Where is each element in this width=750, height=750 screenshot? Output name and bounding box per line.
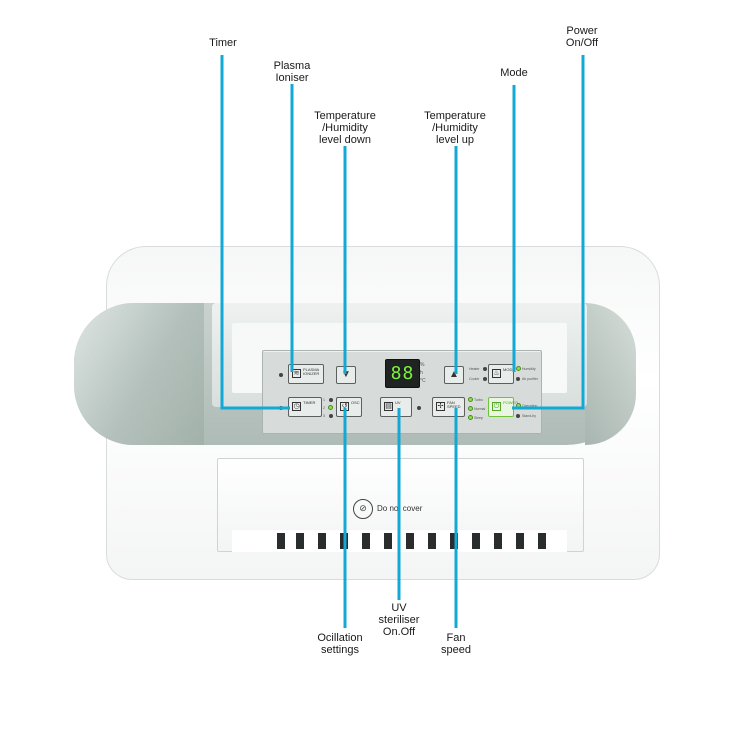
osc-indicator-2: [328, 405, 333, 410]
timer-button[interactable]: ◷ TIMER: [288, 397, 322, 417]
grille-slot: [494, 533, 502, 549]
mode-button-label: MODE: [503, 367, 515, 372]
do-not-cover-icon: ⊘: [353, 499, 373, 519]
air-purifier-indicator: [516, 377, 520, 381]
arrow-up-icon: ▲: [449, 369, 459, 380]
osc-indicator-1: [329, 398, 333, 402]
grille-slot: [362, 533, 370, 549]
grille-slot: [516, 533, 524, 549]
normal-label: Normal: [474, 407, 486, 411]
plasma-indicator: [279, 373, 283, 377]
timer-icon: ◷: [292, 402, 301, 411]
temp-up-button[interactable]: ▲: [444, 366, 464, 384]
grille-slot: [538, 533, 546, 549]
grille-slot: [450, 533, 458, 549]
arrow-down-icon: ▼: [341, 369, 351, 380]
unit-hour: h: [420, 370, 423, 376]
power-callout-label: Power On/Off: [565, 25, 599, 49]
fan-callout-label: Fan speed: [441, 632, 471, 656]
plasma-ioniser-button[interactable]: ≋ PLASMA IONIZER: [288, 364, 324, 384]
power-button[interactable]: ⏻ POWER: [488, 397, 518, 417]
cooler-indicator: [483, 377, 487, 381]
timer-callout-line: [220, 55, 290, 410]
uv-indicator: [417, 406, 421, 410]
grille-slot: [384, 533, 392, 549]
osc-level-1: 1: [323, 398, 325, 402]
normal-led: [468, 406, 473, 411]
grille-slot: [472, 533, 480, 549]
grille-slot: [277, 533, 285, 549]
humidity-led: [516, 366, 521, 371]
oscillation-callout-label: Ocillation settings: [317, 632, 363, 656]
stand-by-label: Stand-by: [522, 414, 537, 418]
heater-indicator: [483, 367, 487, 371]
osc-level-3: 3: [323, 414, 325, 418]
uv-callout-label: UV steriliser On.Off: [378, 602, 420, 638]
humidity-label: Humidity: [522, 367, 536, 371]
temp-down-callout-label: Temperature /Humidity level down: [314, 110, 376, 146]
temp-up-callout-label: Temperature /Humidity level up: [424, 110, 486, 146]
grille-slot: [428, 533, 436, 549]
uv-icon: ▤: [384, 402, 393, 411]
control-band-left-lip: [74, 303, 204, 445]
unit-celsius: °C: [420, 378, 426, 384]
fan-icon: ✢: [436, 402, 445, 411]
uv-button-label: UV: [395, 400, 401, 405]
mode-icon: ♨: [492, 369, 501, 378]
control-band-right-lip: [585, 303, 636, 445]
osc-button-label: OSC: [351, 400, 360, 405]
power-callout-line: [512, 55, 585, 410]
grille-slot: [406, 533, 414, 549]
turbo-label: Turbo: [474, 398, 484, 402]
timer-callout-label: Timer: [209, 37, 237, 49]
uv-steriliser-button[interactable]: ▤ UV: [380, 397, 412, 417]
grille-slot: [318, 533, 326, 549]
grille-slot: [296, 533, 304, 549]
power-icon: ⏻: [492, 402, 501, 411]
plasma-icon: ≋: [292, 369, 301, 378]
timer-button-label: TIMER: [303, 400, 316, 405]
plasma-button-label: PLASMA IONIZER: [303, 367, 320, 376]
mode-callout-label: Mode: [500, 67, 528, 79]
air-purifier-label: Air purifier: [522, 377, 538, 381]
osc-indicator-3: [329, 414, 333, 418]
osc-level-2: 2: [323, 406, 325, 410]
cooler-label: Cooler: [469, 377, 480, 381]
stand-by-indicator: [516, 414, 520, 418]
sleep-led: [468, 415, 473, 420]
turbo-led: [468, 397, 473, 402]
mode-button[interactable]: ♨ MODE: [488, 364, 515, 384]
sleep-label: Sleep: [474, 416, 483, 420]
operation-label: Operation: [522, 404, 538, 408]
power-button-label: POWER: [503, 400, 519, 405]
plasma-ioniser-callout-label: Plasma Ioniser: [273, 60, 311, 84]
heater-label: Heater: [469, 367, 480, 371]
digital-display: 88: [385, 359, 420, 388]
fan-button-label: FAN SPEED: [447, 400, 461, 409]
unit-percent: %: [420, 362, 425, 368]
